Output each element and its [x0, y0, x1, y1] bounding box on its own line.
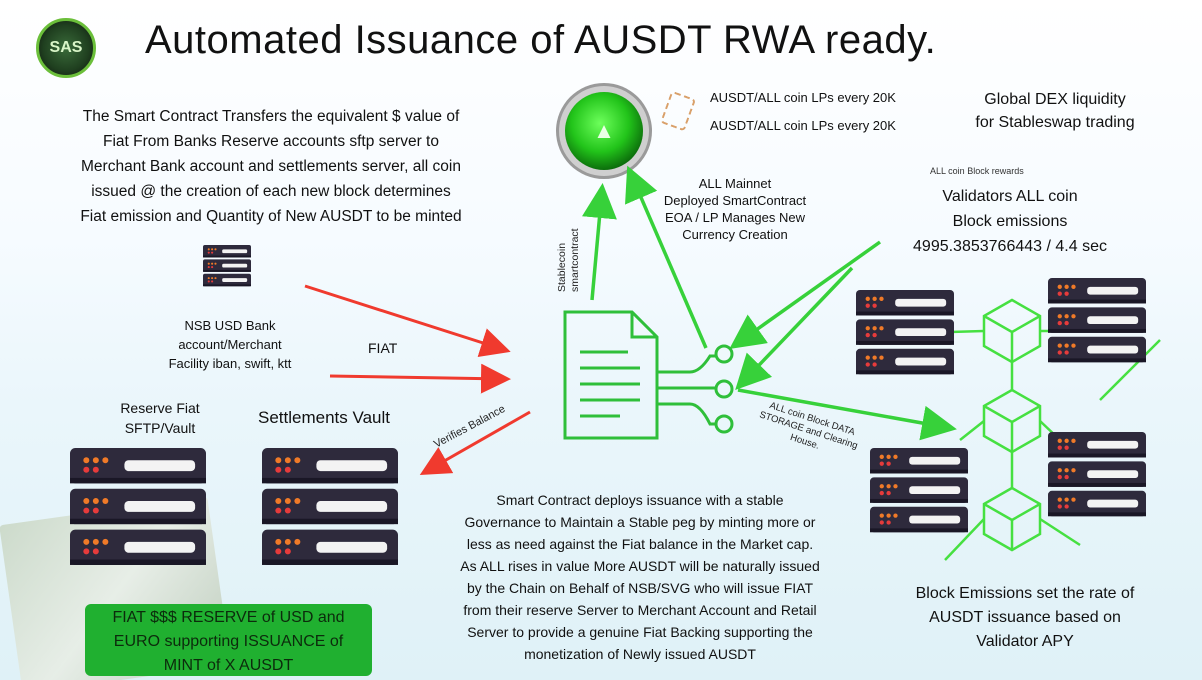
- fiat-label: FIAT: [368, 340, 398, 356]
- dex-line: Global DEX liquidity: [984, 91, 1126, 108]
- fiat-arrow-2: [329, 363, 511, 394]
- block-emissions-text: Block Emissions set the rate of AUSDT is…: [880, 582, 1170, 654]
- dex-line: for Stableswap trading: [975, 114, 1135, 131]
- validators-line: Validators ALL coin: [942, 188, 1078, 205]
- intro-line: Fiat From Banks Reserve accounts sftp se…: [103, 133, 439, 150]
- reserve-fiat-text: Reserve Fiat SFTP/Vault: [85, 398, 235, 438]
- smart-line: less as need against the Fiat balance in…: [466, 536, 814, 552]
- mainnet-line: ALL Mainnet: [698, 176, 772, 191]
- mainnet-text: ALL Mainnet Deployed SmartContract EOA /…: [640, 175, 830, 243]
- smart-line: Governance to Maintain a Stable peg by m…: [464, 514, 816, 530]
- smart-line: As ALL rises in value More AUSDT will be…: [460, 558, 820, 574]
- reserve-line: Reserve Fiat: [120, 400, 200, 416]
- emissions-line: Block Emissions set the rate of: [915, 585, 1135, 602]
- validators-text: Validators ALL coin Block emissions 4995…: [885, 184, 1135, 259]
- smart-line: from their reserve Server to Merchant Ac…: [463, 602, 817, 618]
- emissions-line: AUSDT issuance based on: [929, 609, 1121, 626]
- nsb-line: account/Merchant: [178, 337, 282, 352]
- page-title: Automated Issuance of AUSDT RWA ready.: [145, 18, 937, 62]
- reserve-line: SFTP/Vault: [124, 420, 196, 436]
- smart-contract-text: Smart Contract deploys issuance with a s…: [410, 489, 870, 665]
- fiat-reserve-box: FIAT $$$ RESERVE of USD and EURO support…: [85, 604, 372, 676]
- all-coin-token-icon: ▲: [565, 92, 643, 170]
- lp-text: AUSDT/ALL coin LPs every 20K AUSDT/ALL c…: [710, 88, 896, 136]
- node-to-token-arrow: [625, 165, 708, 349]
- intro-line: Fiat emission and Quantity of New AUSDT …: [80, 208, 462, 225]
- nsb-line: NSB USD Bank: [184, 318, 276, 333]
- reserve-box-line: FIAT $$$ RESERVE of USD and: [112, 609, 345, 626]
- node-to-storage-arrow: [737, 388, 957, 441]
- fiat-arrow-1: [304, 284, 511, 357]
- intro-line: Merchant Bank account and settlements se…: [81, 158, 461, 175]
- smart-contract-document-icon: [563, 310, 734, 440]
- emissions-line: Validator APY: [976, 633, 1074, 650]
- validators-line: 4995.3853766443 / 4.4 sec: [913, 238, 1107, 255]
- mainnet-line: Deployed SmartContract: [663, 193, 807, 208]
- mainnet-line: Currency Creation: [682, 227, 788, 242]
- nsb-line: Facility iban, swift, ktt: [168, 356, 292, 371]
- nsb-bank-text: NSB USD Bank account/Merchant Facility i…: [140, 316, 320, 373]
- block-rewards-label: ALL coin Block rewards: [930, 166, 1024, 176]
- reserve-box-line: MINT of X AUSDT: [163, 657, 294, 674]
- smart-line: Server to provide a genuine Fiat Backing…: [467, 624, 813, 640]
- blockchain-network-icon: [944, 298, 1161, 561]
- validator-to-node-arrow-2: [735, 266, 854, 391]
- smart-line: Smart Contract deploys issuance with a s…: [496, 492, 784, 508]
- validator-to-node-arrow-1: [729, 240, 882, 350]
- lp-line: AUSDT/ALL coin LPs every 20K: [710, 90, 896, 105]
- mainnet-line: EOA / LP Manages New: [665, 210, 805, 225]
- contract-to-token-arrow: [582, 183, 617, 301]
- verify-balance-arrow: [419, 410, 531, 475]
- smart-line: by the Chain on Behalf of NSB/SVG who wi…: [466, 580, 813, 596]
- smart-line: monetization of Newly issued AUSDT: [524, 646, 756, 662]
- reserve-box-line: EURO supporting ISSUANCE of: [113, 633, 344, 650]
- brand-logo: SAS: [36, 18, 96, 78]
- lp-line: AUSDT/ALL coin LPs every 20K: [710, 118, 896, 133]
- intro-text: The Smart Contract Transfers the equival…: [36, 104, 506, 229]
- intro-line: The Smart Contract Transfers the equival…: [82, 108, 460, 125]
- validators-line: Block emissions: [952, 213, 1068, 230]
- settlements-vault-label: Settlements Vault: [258, 408, 390, 427]
- intro-line: issued @ the creation of each new block …: [91, 183, 451, 200]
- dex-text: Global DEX liquidity for Stableswap trad…: [940, 88, 1170, 134]
